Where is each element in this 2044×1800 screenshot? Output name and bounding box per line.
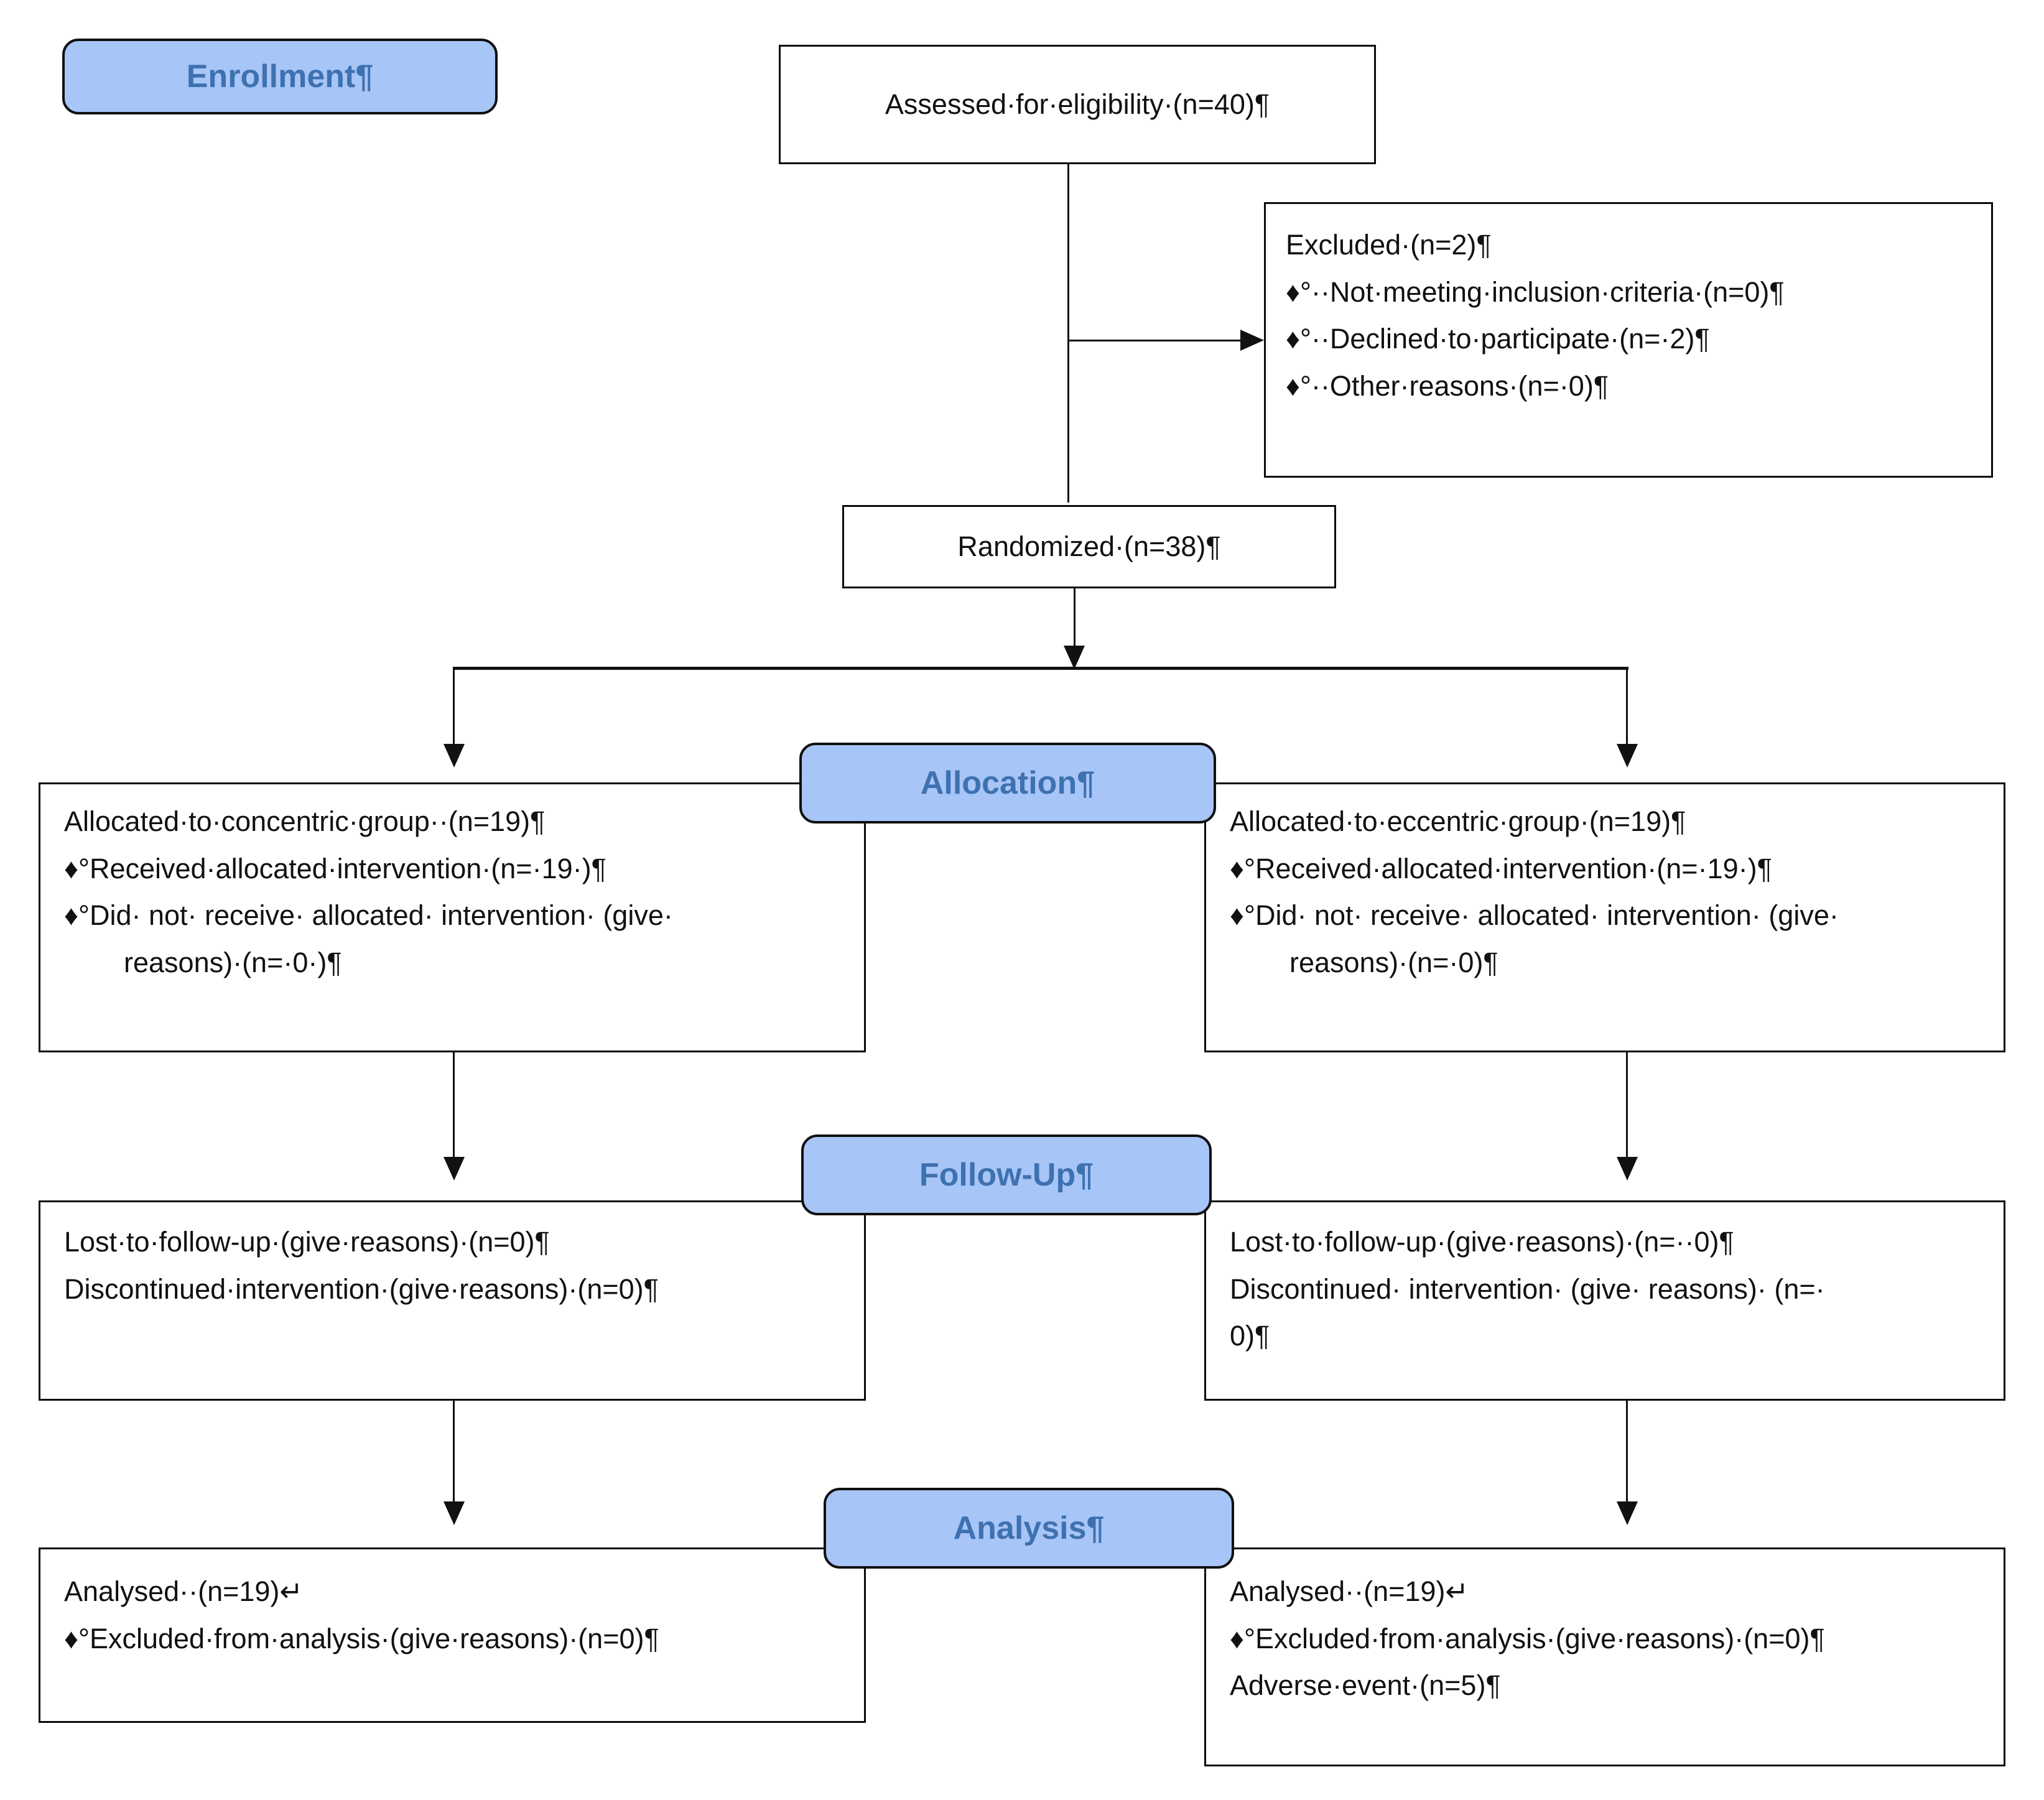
allocation-left-received: ♦°Received·allocated·intervention·(n=·19…: [64, 852, 606, 884]
box-assessed-for-eligibility: Assessed·for·eligibility·(n=40)¶: [779, 45, 1376, 164]
analysis-left-excluded: ♦°Excluded·from·analysis·(give·reasons)·…: [64, 1622, 659, 1654]
box-allocation-right: Allocated·to·eccentric·group·(n=19)¶ ♦°R…: [1204, 782, 2005, 1052]
allocation-right-received: ♦°Received·allocated·intervention·(n=·19…: [1230, 852, 1772, 884]
followup-left-lost: Lost·to·follow-up·(give·reasons)·(n=0)¶: [64, 1226, 550, 1258]
analysis-right-analysed: Analysed··(n=19)↵: [1230, 1575, 1469, 1607]
assessed-for-eligibility-text: Assessed·for·eligibility·(n=40)¶: [885, 88, 1270, 121]
allocation-right-not-received-line2: reasons)·(n=·0)¶: [1289, 946, 1498, 978]
box-randomized: Randomized·(n=38)¶: [842, 505, 1336, 588]
box-allocation-left: Allocated·to·concentric·group··(n=19)¶ ♦…: [39, 782, 866, 1052]
stage-badge-analysis: Analysis¶: [824, 1488, 1234, 1569]
stage-badge-enrollment-label: Enrollment¶: [186, 58, 374, 95]
arrow-to-excluded-box: [1240, 330, 1264, 351]
connector-left-followup-to-analysis: [453, 1401, 455, 1506]
arrow-to-right-allocation: [1617, 744, 1638, 768]
followup-right-discontinued-line1: Discontinued· intervention· (give· reaso…: [1230, 1273, 1825, 1305]
analysis-left-analysed: Analysed··(n=19)↵: [64, 1575, 304, 1607]
stage-badge-followup: Follow-Up¶: [801, 1134, 1212, 1215]
arrow-left-allocation-to-followup: [444, 1157, 465, 1181]
box-analysis-left: Analysed··(n=19)↵ ♦°Excluded·from·analys…: [39, 1547, 866, 1723]
stage-badge-followup-label: Follow-Up¶: [919, 1157, 1094, 1193]
analysis-right-excluded: ♦°Excluded·from·analysis·(give·reasons)·…: [1230, 1622, 1825, 1654]
connector-split-right-down: [1626, 667, 1628, 749]
arrow-randomized-to-split: [1064, 646, 1085, 669]
arrow-to-left-allocation: [444, 744, 465, 768]
stage-badge-allocation-label: Allocation¶: [920, 765, 1095, 801]
arrow-right-followup-to-analysis: [1617, 1501, 1638, 1525]
followup-right-discontinued-line2: 0)¶: [1230, 1320, 1270, 1352]
box-analysis-right: Analysed··(n=19)↵ ♦°Excluded·from·analys…: [1204, 1547, 2005, 1766]
box-followup-left: Lost·to·follow-up·(give·reasons)·(n=0)¶ …: [39, 1200, 866, 1401]
connector-eligibility-to-excluded-vertical: [1067, 164, 1069, 503]
box-excluded: Excluded·(n=2)¶ ♦°··Not·meeting·inclusio…: [1264, 202, 1993, 478]
allocation-left-title: Allocated·to·concentric·group··(n=19)¶: [64, 805, 546, 837]
connector-eligibility-to-excluded-horizontal: [1067, 340, 1240, 341]
followup-right-lost: Lost·to·follow-up·(give·reasons)·(n=··0)…: [1230, 1226, 1734, 1258]
analysis-right-adverse: Adverse·event·(n=5)¶: [1230, 1669, 1501, 1702]
split-bar-allocation: [453, 667, 1628, 670]
excluded-item-1: ♦°··Declined·to·participate·(n=·2)¶: [1286, 323, 1710, 355]
connector-randomized-down: [1074, 588, 1075, 651]
arrow-left-followup-to-analysis: [444, 1501, 465, 1525]
allocation-left-not-received-line2: reasons)·(n=·0·)¶: [124, 946, 342, 978]
followup-left-discontinued: Discontinued·intervention·(give·reasons)…: [64, 1273, 659, 1305]
stage-badge-analysis-label: Analysis¶: [953, 1510, 1105, 1546]
stage-badge-enrollment: Enrollment¶: [62, 39, 498, 114]
box-followup-right: Lost·to·follow-up·(give·reasons)·(n=··0)…: [1204, 1200, 2005, 1401]
excluded-title: Excluded·(n=2)¶: [1286, 229, 1492, 261]
connector-right-followup-to-analysis: [1626, 1401, 1628, 1506]
connector-left-allocation-to-followup: [453, 1052, 455, 1162]
allocation-left-not-received-line1: ♦°Did· not· receive· allocated· interven…: [64, 899, 673, 932]
arrow-right-allocation-to-followup: [1617, 1157, 1638, 1181]
connector-split-left-down: [453, 667, 455, 749]
stage-badge-allocation: Allocation¶: [799, 743, 1216, 823]
randomized-text: Randomized·(n=38)¶: [957, 531, 1221, 563]
allocation-right-not-received-line1: ♦°Did· not· receive· allocated· interven…: [1230, 899, 1839, 932]
connector-right-allocation-to-followup: [1626, 1052, 1628, 1162]
excluded-item-2: ♦°··Other·reasons·(n=·0)¶: [1286, 369, 1609, 402]
allocation-right-title: Allocated·to·eccentric·group·(n=19)¶: [1230, 805, 1686, 837]
excluded-item-0: ♦°··Not·meeting·inclusion·criteria·(n=0)…: [1286, 276, 1785, 308]
